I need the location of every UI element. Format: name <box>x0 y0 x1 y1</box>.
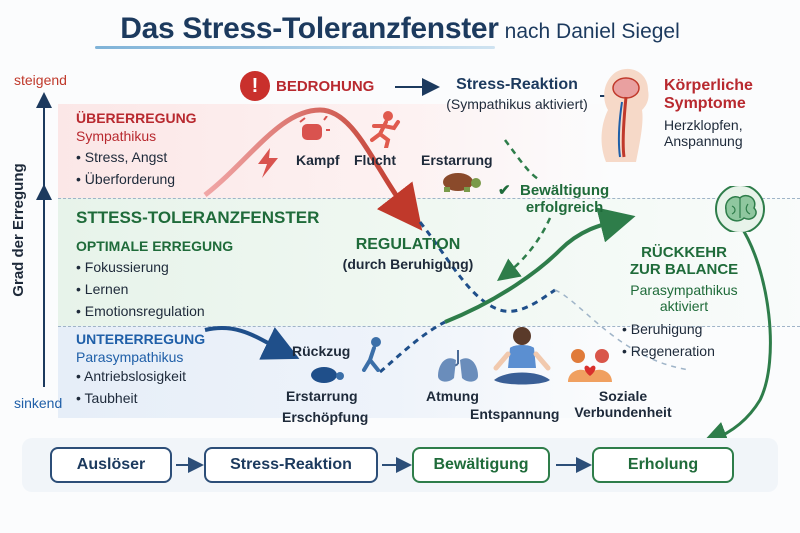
window-sub: OPTIMALE ERREGUNG <box>76 238 234 254</box>
overarousal-section: ÜBERERREGUNG Sympathikus Stress, Angst Ü… <box>76 110 197 190</box>
turtle-icon-small <box>311 367 344 383</box>
title-main: Das Stress-Toleranzfenster <box>120 12 499 45</box>
window-bullet: Fokussierung <box>76 256 319 278</box>
social-label-line-2: Verbundenheit <box>574 404 672 420</box>
body-symptoms-line-2: Anspannung <box>664 133 743 149</box>
flow-step-coping: Bewältigung <box>412 447 550 483</box>
check-icon: ✔ <box>498 182 511 199</box>
lower-threshold-line <box>58 326 800 327</box>
window-section: STTESS-TOLERANZFENSTER OPTIMALE ERREGUNG… <box>76 208 319 322</box>
social-label-line: Soziale <box>598 388 648 404</box>
overarousal-bullet: Stress, Angst <box>76 146 197 168</box>
stress-reaction-title: Stress-Reaktion <box>456 76 578 93</box>
overarousal-bullet: Überforderung <box>76 168 197 190</box>
running-person-icon <box>370 111 400 148</box>
relax-label: Entspannung <box>470 406 560 422</box>
exhaust-label: Erschöpfung <box>282 409 369 425</box>
title-sub: nach Daniel Siegel <box>504 20 680 43</box>
withdrawn-person-icon <box>362 337 381 372</box>
flow-step-recovery: Erholung <box>592 447 734 483</box>
body-symptoms-title: Körperliche <box>664 77 753 94</box>
balance-bullet: Beruhigung <box>622 318 715 340</box>
social-label: Soziale Verbundenheit <box>568 388 678 420</box>
coping-line-2: erfolgreich <box>525 199 604 216</box>
title-underline <box>95 46 495 49</box>
balance-sub-2: aktiviert <box>659 298 709 314</box>
freeze-label: Erstarrung <box>421 152 493 168</box>
balance-title-2: ZUR BALANCE <box>629 261 739 278</box>
balance-sub: Parasympathikus <box>630 282 738 298</box>
underarousal-bullet: Antriebslosigkeit <box>76 365 205 387</box>
underarousal-heading: UNTERERREGUNG <box>76 331 206 347</box>
regulation-block: REGULATION (durch Beruhigung) <box>338 236 478 272</box>
meditation-icon <box>493 327 551 385</box>
balance-title: RÜCKKEHR <box>641 244 727 261</box>
threat-label: BEDROHUNG <box>276 78 375 95</box>
stress-reaction-block: Stress-Reaktion (Sympathikus aktiviert) <box>432 76 602 112</box>
withdraw-label: Rückzug <box>292 343 351 359</box>
balance-block: RÜCKKEHR ZUR BALANCE Parasympathikus akt… <box>614 244 754 314</box>
underarousal-sub: Parasympathikus <box>76 349 184 365</box>
balance-bullets: Beruhigung Regeneration <box>622 318 715 362</box>
underarousal-bullet: Taubheit <box>76 387 205 409</box>
flow-step-stress-reaction: Stress-Reaktion <box>204 447 378 483</box>
balance-bullet: Regeneration <box>622 340 715 362</box>
fist-icon <box>299 116 330 140</box>
exclamation-icon: ! <box>240 71 270 101</box>
axis-top-label: steigend <box>14 72 67 88</box>
body-symptoms-title-2: Symptome <box>664 95 746 112</box>
breathing-label: Atmung <box>426 388 479 404</box>
social-connection-icon <box>568 349 612 382</box>
lightning-icon <box>258 148 278 178</box>
brain-icon <box>715 186 765 232</box>
overarousal-heading: ÜBERERREGUNG <box>76 110 197 126</box>
window-bullet: Lernen <box>76 278 319 300</box>
arousal-axis-arrow <box>36 92 52 387</box>
low-freeze-label: Erstarrung <box>286 388 358 404</box>
body-head-icon <box>601 68 649 162</box>
underarousal-section: UNTERERREGUNG Parasympathikus Antriebslo… <box>76 331 205 409</box>
turtle-icon <box>443 173 481 192</box>
flow-step-trigger: Auslöser <box>50 447 172 483</box>
coping-block: Bewältigung erfolgreich <box>520 182 609 216</box>
axis-bottom-label: sinkend <box>14 395 63 411</box>
stress-reaction-sub: (Sympathikus aktiviert) <box>446 96 588 112</box>
body-symptoms-block: Körperliche Symptome Herzklopfen, Anspan… <box>664 77 753 149</box>
window-heading: STTESS-TOLERANZFENSTER <box>76 208 320 227</box>
window-bullet: Emotionsregulation <box>76 300 319 322</box>
lungs-icon <box>438 350 478 382</box>
regulation-sub: (durch Beruhigung) <box>342 256 474 272</box>
regulation-title: REGULATION <box>355 236 461 253</box>
flight-label: Flucht <box>354 152 396 168</box>
upper-threshold-line <box>58 198 800 199</box>
coping-line: Bewältigung <box>520 182 610 199</box>
fight-label: Kampf <box>296 152 340 168</box>
body-symptoms-line: Herzklopfen, <box>664 117 743 133</box>
overarousal-sub: Sympathikus <box>76 128 157 144</box>
